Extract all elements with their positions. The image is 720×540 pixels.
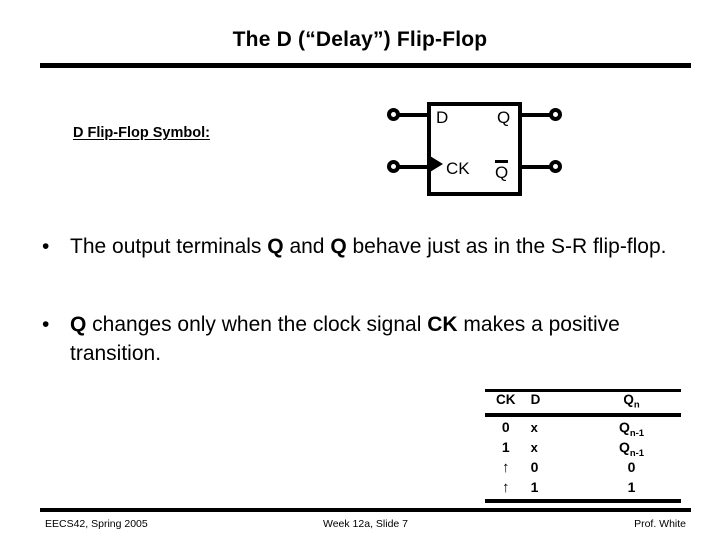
bullet-part: makes a positive transition. (70, 313, 620, 365)
bullet-part-bold: Q (330, 235, 347, 258)
table-body: 0 x Qn-1 1 x Qn-1 ↑ 0 0 ↑ 1 1 (485, 417, 681, 499)
bullet-part: The output terminals (70, 235, 268, 258)
column-header-qn-sub: n (633, 399, 640, 411)
table-rule-bottom (485, 499, 681, 503)
symbol-section-label-text: D Flip-Flop Symbol (73, 125, 206, 141)
terminal-q-icon (549, 108, 562, 121)
pin-label-qbar: Q (495, 160, 509, 181)
terminal-ck-icon (387, 160, 400, 173)
cell-qn-base: Q (618, 439, 630, 455)
bullet-item: • Q changes only when the clock signal C… (42, 310, 702, 368)
wire-qbar-output (520, 165, 551, 169)
cell-qn-base: Q (618, 419, 630, 435)
bullet-text: The output terminals Q and Q behave just… (70, 232, 702, 261)
column-header-d: D (530, 392, 541, 407)
bullet-item: • The output terminals Q and Q behave ju… (42, 232, 702, 261)
flip-flop-body (427, 102, 522, 196)
footer: Week 12a, Slide 7 EECS42, Spring 2005 Pr… (40, 518, 691, 534)
table-row: 1 x Qn-1 (485, 439, 681, 459)
cell-qn: 0 (627, 459, 636, 475)
cell-d: x (530, 440, 538, 455)
wire-d-input (398, 113, 429, 117)
d-flip-flop-diagram: D CK Q Q (378, 98, 578, 202)
column-header-ck: CK (496, 392, 516, 407)
wire-q-output (520, 113, 551, 117)
cell-ck: ↑ (502, 479, 510, 496)
cell-ck: 1 (501, 439, 510, 455)
bullet-marker: • (42, 313, 50, 336)
terminal-qbar-icon (549, 160, 562, 173)
cell-qn: Qn-1 (582, 439, 681, 459)
column-header-qn-base: Q (623, 392, 634, 407)
wire-ck-input (398, 165, 429, 169)
truth-table: CK D Qn 0 x Qn-1 1 x Qn-1 ↑ 0 0 ↑ 1 1 (485, 389, 681, 503)
table-rule-header (485, 413, 681, 417)
column-header-qn: Qn (582, 392, 681, 411)
table-row: ↑ 1 1 (485, 479, 681, 499)
footer-center-text: Week 12a, Slide 7 (322, 518, 409, 530)
table-rule-top (485, 389, 681, 392)
page-title: The D (“Delay”) Flip-Flop (232, 28, 488, 51)
bullet-part: changes only when the clock signal (86, 313, 428, 336)
cell-d: 1 (530, 479, 539, 495)
pin-label-qbar-text: Q (495, 160, 509, 181)
bullet-part-bold: CK (427, 313, 458, 336)
footer-left-text: EECS42, Spring 2005 (45, 518, 148, 530)
cell-ck: 0 (501, 419, 510, 435)
terminal-d-icon (387, 108, 400, 121)
pin-label-d: D (436, 108, 449, 127)
cell-qn: Qn-1 (582, 419, 681, 439)
cell-qn-sub: n-1 (629, 447, 645, 459)
symbol-section-label: D Flip-Flop Symbol: (73, 125, 210, 141)
bullet-part: and (283, 235, 331, 258)
bullet-part-bold: Q (267, 235, 284, 258)
bullet-text: Q changes only when the clock signal CK … (70, 310, 702, 368)
symbol-section-label-colon: : (205, 125, 210, 141)
pin-label-ck: CK (446, 159, 470, 178)
cell-qn: 1 (627, 479, 636, 495)
table-header-row: CK D Qn (485, 392, 681, 412)
table-row: ↑ 0 0 (485, 459, 681, 479)
cell-qn-sub: n-1 (629, 427, 645, 439)
footer-divider (40, 508, 691, 512)
title-divider (40, 63, 691, 68)
pin-label-q: Q (497, 108, 511, 127)
bullet-part-bold: Q (70, 313, 87, 336)
cell-d: 0 (530, 459, 539, 475)
table-row: 0 x Qn-1 (485, 419, 681, 439)
footer-right-text: Prof. White (634, 518, 686, 530)
cell-d: x (530, 420, 538, 435)
clock-triangle-icon (430, 156, 443, 172)
bullet-marker: • (42, 235, 50, 258)
bullet-part: behave just as in the S-R flip-flop. (346, 235, 667, 258)
cell-ck: ↑ (502, 459, 510, 476)
